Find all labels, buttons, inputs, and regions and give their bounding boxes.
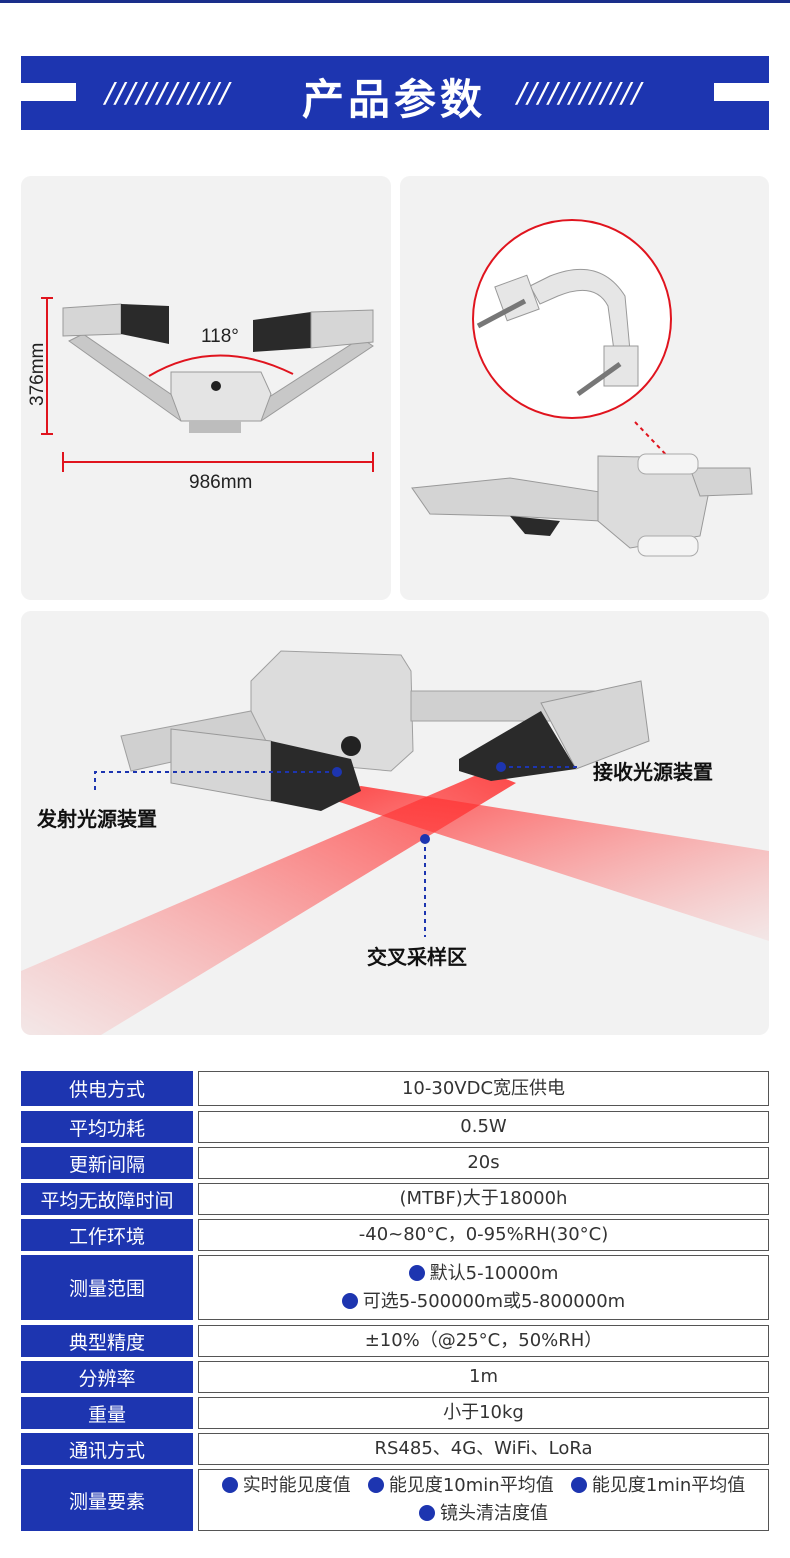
spec-bullet-line: 实时能见度值 能见度10min平均值 能见度1min平均值 [221,1472,746,1500]
spec-label: 测量范围 [21,1255,193,1320]
spec-value-text: 0.5W [460,1116,507,1137]
spec-label: 平均无故障时间 [21,1183,193,1215]
spec-bullet-line: 默认5-10000m [408,1260,559,1288]
bullet-dot-icon [419,1505,435,1521]
banner-notch-left [21,83,76,101]
bullet-dot-icon [221,1477,238,1493]
spec-value-text: 能见度10min平均值 [388,1475,554,1496]
banner-slashes-left: //////////// [105,76,231,109]
bullet-dot-icon [570,1477,587,1493]
section-header-banner: //////////// 产品参数 //////////// [21,56,769,130]
spec-label: 通讯方式 [21,1433,193,1465]
spec-label: 典型精度 [21,1325,193,1357]
spec-value-text: 10-30VDC宽压供电 [401,1077,566,1099]
spec-value: 小于10kg [198,1397,769,1429]
spec-value-text: 镜头清洁度值 [440,1503,548,1524]
spec-value: 20s [198,1147,769,1179]
spec-label: 供电方式 [21,1071,193,1106]
dimension-diagram-panel: 376mm 986mm 118° [21,176,391,600]
bullet-dot-icon [341,1292,358,1309]
spec-value: 默认5-10000m 可选5-500000m或5-800000m [198,1255,769,1320]
spec-value-text: -40~80°C，0-95%RH(30°C) [358,1224,609,1245]
spec-value-text: 小于10kg [443,1402,524,1423]
mount-clamp-panel [400,176,769,600]
spec-value-text: 1m [469,1366,498,1387]
top-rule [0,0,790,3]
spec-bullet-line: 镜头清洁度值 [419,1500,548,1528]
spec-value-text: 实时能见度值 [242,1475,351,1496]
crossing-beam-illustration [21,650,769,1035]
angle-label: 118° [201,326,239,347]
spec-label: 分辨率 [21,1361,193,1393]
sensor-dimension-illustration [41,297,374,472]
spec-value-text: 20s [467,1152,500,1173]
spec-value-text: 默认5-10000m [429,1262,559,1284]
spec-label: 重量 [21,1397,193,1429]
spec-value: -40~80°C，0-95%RH(30°C) [198,1219,769,1251]
spec-value: ±10%（@25°C，50%RH） [198,1325,769,1357]
section-title: 产品参数 [301,75,486,124]
bullet-dot-icon [367,1477,384,1493]
spec-value: 1m [198,1361,769,1393]
banner-slashes-right: //////////// [517,76,643,109]
spec-label: 更新间隔 [21,1147,193,1179]
crossing-zone-callout: 交叉采样区 [367,945,467,969]
receiver-callout: 接收光源装置 [593,760,713,784]
banner-notch-right [714,83,769,101]
spec-value: (MTBF)大于18000h [198,1183,769,1215]
spec-bullet-line: 可选5-500000m或5-800000m [341,1288,626,1316]
spec-value-text: (MTBF)大于18000h [399,1188,568,1209]
spec-value: 实时能见度值 能见度10min平均值 能见度1min平均值 镜头清洁度值 [198,1469,769,1531]
width-dimension-label: 986mm [189,472,253,493]
height-dimension-label: 376mm [27,342,48,406]
spec-label: 工作环境 [21,1219,193,1251]
spec-value: RS485、4G、WiFi、LoRa [198,1433,769,1465]
emitter-callout: 发射光源装置 [37,807,157,831]
spec-value: 0.5W [198,1111,769,1143]
spec-value-text: ±10%（@25°C，50%RH） [364,1330,603,1351]
spec-label: 测量要素 [21,1469,193,1531]
spec-value: 10-30VDC宽压供电 [198,1071,769,1106]
spec-value-text: 能见度1min平均值 [591,1475,746,1496]
mount-clamp-illustration [411,219,753,557]
spec-value-text: 可选5-500000m或5-800000m [362,1290,626,1312]
spec-label: 平均功耗 [21,1111,193,1143]
spec-value-text: RS485、4G、WiFi、LoRa [374,1438,593,1459]
bullet-dot-icon [408,1264,425,1281]
crossing-beam-panel: 发射光源装置 接收光源装置 交叉采样区 [21,611,769,1035]
